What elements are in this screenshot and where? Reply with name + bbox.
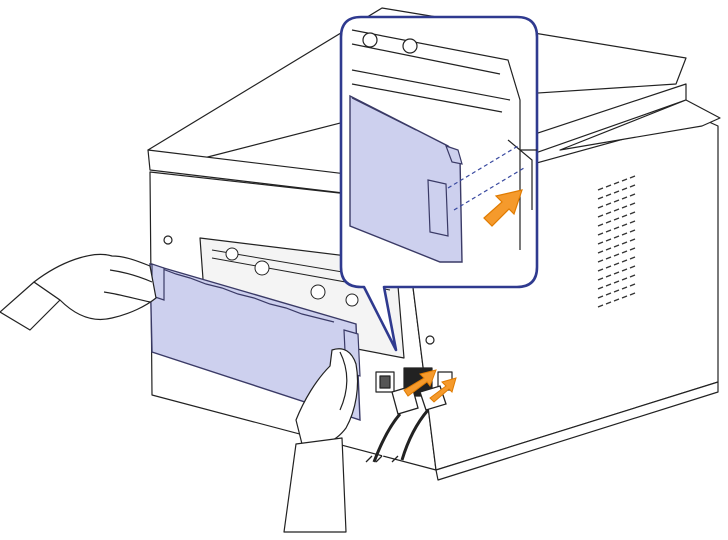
vent-slot: [629, 211, 636, 215]
left-hand: [33, 253, 157, 321]
vent-slot: [605, 202, 612, 206]
vent-slot: [629, 175, 636, 179]
vent-slot: [605, 193, 612, 197]
vent-slot: [597, 250, 604, 254]
vent-slot: [613, 208, 620, 212]
vent-slot: [629, 247, 636, 251]
vent-slot: [629, 193, 636, 197]
vent-slot: [613, 289, 620, 293]
right-sleeve: [283, 437, 347, 533]
vent-slot: [613, 262, 620, 266]
vent-slot: [629, 238, 636, 242]
vent-slot: [621, 295, 628, 299]
vent-slot: [605, 265, 612, 269]
insert-arrow-icon: [483, 189, 523, 227]
vent-slot: [629, 283, 636, 287]
vent-slot: [597, 259, 604, 263]
vent-slot: [597, 268, 604, 272]
vent-slot: [621, 196, 628, 200]
vent-slot: [613, 217, 620, 221]
vent-slot: [605, 247, 612, 251]
vent-slot: [629, 202, 636, 206]
vent-slot: [597, 232, 604, 236]
vent-slot: [597, 286, 604, 290]
vent-slot: [605, 292, 612, 296]
vent-slot: [621, 178, 628, 182]
vent-slot: [605, 229, 612, 233]
insert-arrow-icon: [403, 369, 457, 403]
vent-slot: [597, 304, 604, 308]
vent-slot: [621, 214, 628, 218]
vent-slot: [597, 196, 604, 200]
vent-slot: [605, 274, 612, 278]
printer-base-edge: [435, 381, 719, 481]
vent-slot: [621, 241, 628, 245]
vent-slot: [613, 244, 620, 248]
rear-cover-teeth: [159, 267, 335, 323]
vent-slot: [597, 187, 604, 191]
vent-slot: [605, 184, 612, 188]
vent-slot: [621, 286, 628, 290]
vent-slot: [629, 274, 636, 278]
vent-slot: [621, 205, 628, 209]
vent-slot: [613, 253, 620, 257]
vent-slot: [597, 205, 604, 209]
vent-slot: [597, 223, 604, 227]
vent-slot: [621, 268, 628, 272]
vent-slot: [605, 238, 612, 242]
vent-slot: [629, 229, 636, 233]
vent-slot: [621, 232, 628, 236]
vent-slot: [605, 301, 612, 305]
vent-slot: [621, 250, 628, 254]
vent-slot: [613, 280, 620, 284]
vent-slot: [613, 190, 620, 194]
callout-rear-cover: [349, 94, 463, 263]
vent-slot: [597, 214, 604, 218]
vent-slot: [621, 277, 628, 281]
vent-slot: [597, 295, 604, 299]
vent-slot: [605, 256, 612, 260]
vent-slot: [629, 265, 636, 269]
vent-slot: [621, 187, 628, 191]
magnifier-callout-icon: [339, 15, 539, 352]
right-hand: [295, 348, 359, 447]
hand-icon: [283, 348, 359, 533]
vent-grille: [597, 175, 636, 308]
vent-slot: [629, 256, 636, 260]
vent-slot: [613, 271, 620, 275]
vent-slot: [621, 223, 628, 227]
hand-icon: [0, 253, 157, 331]
vent-slot: [605, 211, 612, 215]
printer-top-deck: [559, 99, 721, 151]
vent-slot: [613, 235, 620, 239]
vent-slot: [629, 184, 636, 188]
vent-slot: [613, 298, 620, 302]
vent-slot: [605, 220, 612, 224]
vent-slot: [621, 259, 628, 263]
rear-cover-panel: [149, 263, 361, 421]
vent-slot: [613, 199, 620, 203]
vent-slot: [597, 241, 604, 245]
vent-slot: [613, 181, 620, 185]
vent-slot: [597, 277, 604, 281]
vent-slot: [629, 292, 636, 296]
vent-slot: [629, 220, 636, 224]
vent-slot: [613, 226, 620, 230]
vent-slot: [605, 283, 612, 287]
